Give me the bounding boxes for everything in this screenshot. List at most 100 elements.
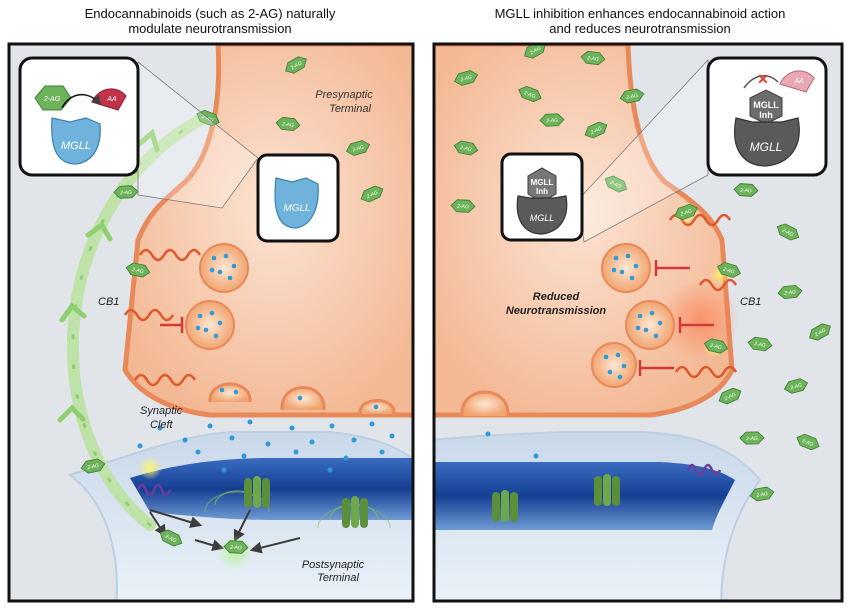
- 2ag-molecule-label: 2-AG: [86, 463, 100, 471]
- left-presynaptic-label-1: Presynaptic: [315, 89, 373, 101]
- right-inset-block-x: ✕: [757, 71, 769, 87]
- 2ag-molecule-label: 2-AG: [522, 90, 536, 100]
- left-cb1-receptor-3: [133, 373, 197, 387]
- left-arc-chevron-3: [57, 404, 86, 423]
- 2ag-molecule-label: 2-AG: [753, 341, 766, 349]
- left-vesicle-2: [185, 300, 235, 350]
- left-2ag-molecules: 2-AG 2-AG 2-AG 2-AG 2-AG 2-AG 2-AG 2-AG 2-AG 2-AG: [80, 56, 384, 554]
- 2ag-molecule-label: 2-AG: [130, 267, 144, 276]
- left-inset-aa-label: AA: [106, 96, 117, 103]
- right-reduced-label-1: Reduced: [533, 291, 580, 303]
- 2ag-molecule: 2-AG: [345, 140, 371, 156]
- 2ag-molecule: 2-AG: [223, 540, 249, 554]
- 2ag-molecule: 2-AG: [809, 323, 831, 341]
- right-inset-inhibitor-label-1: MGLL: [753, 100, 779, 110]
- right-inset-aa-molecule: AA: [779, 70, 815, 93]
- right-purple-receptor: [686, 463, 722, 477]
- right-inhibition-2: [678, 317, 714, 333]
- 2ag-molecule-label: 2-AG: [458, 145, 472, 154]
- 2ag-molecule-label: 2-AG: [119, 190, 132, 196]
- right-inhibition-1: [654, 260, 690, 276]
- right-postsynaptic-receptor-2: [594, 474, 620, 506]
- 2ag-molecule: 2-AG: [747, 336, 773, 352]
- left-synaptic-label-1: Synaptic: [140, 405, 183, 417]
- 2ag-molecule-label: 2-AG: [351, 144, 365, 153]
- 2ag-molecule: 2-AG: [783, 378, 809, 394]
- 2ag-molecule: 2-AG: [777, 284, 803, 300]
- left-purple-receptor: [136, 483, 172, 497]
- 2ag-molecule-label: 2-AG: [528, 45, 542, 57]
- 2ag-molecule-label: 2-AG: [281, 121, 294, 129]
- right-inset-inhibitor: [749, 89, 783, 125]
- left-signal-arrow-3: [194, 539, 225, 552]
- left-signal-arrow-1: [149, 509, 203, 528]
- right-inset-box: AA ✕ MGLL Inh MGLL: [706, 56, 828, 177]
- right-vesicle-1: [601, 243, 651, 293]
- 2ag-molecule-label: 2-AG: [745, 436, 758, 442]
- left-panel: 2-AG2-AG2-AG2-AG2-AG2-AG2-AG2-AG2-AG2-AG…: [9, 44, 413, 601]
- left-mgll-box: MGLL: [256, 153, 340, 243]
- right-center-mgll-enzyme: [516, 195, 568, 235]
- 2ag-molecule-label: 2-AG: [459, 74, 473, 83]
- 2ag-molecule: 2-AG: [360, 185, 384, 203]
- right-center-inhibitor-label-2: Inh: [536, 187, 548, 196]
- left-arc-chevron-1: [85, 221, 113, 242]
- 2ag-molecule: 2-AG: [733, 183, 759, 197]
- 2ag-molecule-label: 2-AG: [780, 227, 794, 238]
- 2ag-molecule: 2-AG: [584, 121, 608, 139]
- right-reduced-label-2: Neurotransmission: [506, 305, 607, 317]
- 2ag-molecule-label: 2-AG: [589, 126, 603, 137]
- 2ag-molecule: 2-AG: [125, 262, 151, 278]
- left-inset-reaction-arrow: [61, 93, 102, 109]
- right-inset-mgll-label: MGLL: [750, 140, 783, 154]
- left-postsynaptic-receptor-1: [204, 476, 270, 513]
- 2ag-molecule: 2-AG: [539, 113, 565, 127]
- left-heading-line1: Endocannabinoids (such as 2-AG) naturall…: [84, 6, 336, 21]
- 2ag-molecule-label: 2-AG: [739, 188, 752, 195]
- right-center-mgll-label: MGLL: [530, 213, 555, 223]
- right-inhibition-3: [638, 360, 674, 376]
- 2ag-molecule-label: 2-AG: [456, 204, 469, 211]
- right-neurotransmitter-dots: [485, 431, 539, 459]
- left-heading-line2: modulate neurotransmission: [128, 21, 292, 36]
- 2ag-molecule-label: 2-AG: [721, 266, 735, 275]
- right-cb1-receptor-3: [674, 365, 738, 379]
- left-panel-heading: Endocannabinoids (such as 2-AG) naturall…: [10, 6, 410, 36]
- 2ag-molecule-label: 2-AG: [708, 343, 722, 352]
- right-fusing-vesicle: [460, 390, 510, 417]
- 2ag-molecule: 2-AG: [716, 262, 742, 278]
- right-cb1-label: CB1: [740, 296, 761, 308]
- right-panel: 2-AG 2-AG 2-AG 2-AG 2-AG 2-AG 2-AG 2-AG 2-AG 2-AG…: [434, 44, 842, 601]
- right-inset-aa-label: AA: [793, 78, 804, 85]
- right-center-inhibitor: [527, 167, 557, 203]
- 2ag-molecule: 2-AG: [285, 56, 307, 74]
- 2ag-molecule-label: 2-AG: [545, 118, 558, 124]
- 2ag-molecule: 2-AG: [604, 175, 628, 193]
- 2ag-molecule: 2-AG: [80, 458, 106, 474]
- left-postsynaptic-receptor-2: [317, 496, 391, 529]
- 2ag-molecule-label: 2-AG: [200, 114, 214, 124]
- 2ag-molecule: 2-AG: [674, 203, 698, 221]
- left-fusing-vesicle-1: [208, 382, 252, 403]
- left-signal-arrow-4: [233, 509, 251, 543]
- 2ag-molecule-label: 2-AG: [608, 179, 622, 190]
- left-fusing-vesicle-2: [280, 386, 326, 411]
- left-neurotransmitter-dots: [137, 419, 395, 473]
- right-2ag-molecules: 2-AG 2-AG 2-AG 2-AG 2-AG 2-AG 2-AG 2-AG 2-AG 2-AG…: [450, 44, 831, 502]
- left-inset-2ag-label: 2-AG: [43, 96, 61, 103]
- right-cb1-receptor-2: [698, 278, 738, 292]
- right-postsynaptic-density: [434, 462, 735, 530]
- right-heading-line1: MGLL inhibition enhances endocannabinoid…: [494, 6, 786, 21]
- right-panel-heading: MGLL inhibition enhances endocannabinoid…: [435, 6, 845, 36]
- left-arc-chevron-4: [135, 128, 160, 152]
- left-mgll-label: MGLL: [283, 203, 310, 214]
- 2ag-molecule: 2-AG: [776, 223, 800, 241]
- 2ag-molecule: 2-AG: [718, 387, 742, 405]
- 2ag-molecule-label: 2-AG: [625, 93, 639, 101]
- 2ag-molecule: 2-AG: [580, 50, 606, 66]
- left-inset-box: 2-AG AA MGLL: [18, 56, 140, 177]
- 2ag-molecule-label: 2-AG: [163, 533, 177, 544]
- 2ag-molecule-label: 2-AG: [789, 383, 803, 392]
